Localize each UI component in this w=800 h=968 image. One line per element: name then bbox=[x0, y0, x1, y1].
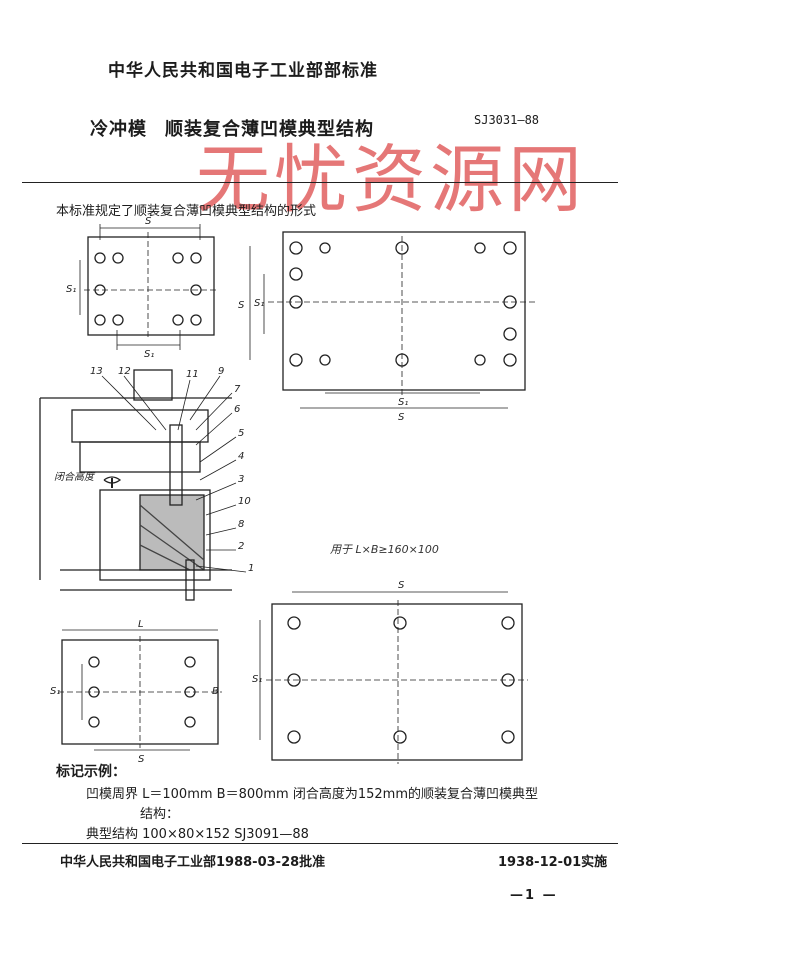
dim-label-s1-vertical: S₁ bbox=[254, 298, 264, 309]
part-number: 13 bbox=[90, 366, 103, 377]
footer-rule bbox=[22, 843, 618, 844]
title-main: 冷冲模 bbox=[90, 119, 147, 140]
watermark: 无忧资源网 bbox=[196, 137, 586, 223]
plate-bottom-right bbox=[271, 603, 523, 761]
dim-label-s1-horizontal: S₁ bbox=[398, 397, 408, 408]
dim-label-L: L bbox=[138, 619, 144, 630]
dim-label-s1-top-left: S₁ bbox=[66, 284, 76, 295]
title-rule bbox=[22, 182, 618, 183]
dim-label-s1-bottom-left: S₁ bbox=[50, 686, 60, 697]
part-number: 10 bbox=[238, 496, 251, 507]
part-number: 6 bbox=[234, 404, 240, 415]
part-number: 11 bbox=[186, 369, 199, 380]
part-number: 7 bbox=[234, 384, 241, 395]
approval-text: 中华人民共和国电子工业部1988-03-28批准 bbox=[60, 855, 326, 870]
dim-label-s-bottom-left: S bbox=[138, 754, 145, 765]
part-number: 5 bbox=[238, 428, 244, 439]
part-number: 8 bbox=[238, 519, 244, 530]
page-number: —1 — bbox=[510, 888, 558, 903]
part-number: 1 bbox=[248, 563, 254, 574]
dim-label-B: B bbox=[212, 686, 219, 697]
dim-label-s-top-left: S bbox=[145, 216, 152, 227]
example-heading: 标记示例： bbox=[56, 764, 126, 780]
title-sub: 顺装复合薄凹模典型结构 bbox=[165, 119, 374, 140]
dim-label-s1-bottom-right: S₁ bbox=[252, 674, 262, 685]
intro-text: 本标准规定了顺装复合薄凹模典型结构的形式 bbox=[56, 204, 317, 219]
document-title: 冷冲模顺装复合薄凹模典型结构 bbox=[90, 115, 374, 141]
plate-top-left bbox=[87, 236, 215, 336]
plate-top-right bbox=[282, 231, 526, 391]
dim-label-s-bottom-right: S bbox=[398, 580, 405, 591]
assembly-section bbox=[39, 369, 247, 601]
part-number: 12 bbox=[118, 366, 131, 377]
part-number: 4 bbox=[238, 451, 244, 462]
closed-height-label: 闭合高度 bbox=[54, 471, 96, 483]
example-line-1: 凹模周界 L＝100mm B＝800mm 闭合高度为152mm的顺装复合薄凹模典… bbox=[86, 787, 538, 802]
part-number: 3 bbox=[238, 474, 244, 485]
dim-label-s1-bottom: S₁ bbox=[144, 349, 154, 360]
part-number: 9 bbox=[218, 366, 224, 377]
part-numbers: 13 12 11 9 7 6 5 4 3 10 8 2 1 bbox=[90, 366, 254, 574]
part-number: 2 bbox=[238, 541, 244, 552]
dim-label-s-horizontal: S bbox=[398, 412, 405, 423]
standard-header: 中华人民共和国电子工业部部标准 bbox=[108, 61, 378, 81]
example-line-3: 典型结构 100×80×152 SJ3091—88 bbox=[86, 827, 309, 842]
effective-date: 1938-12-01实施 bbox=[498, 855, 608, 870]
standard-code: SJ3031—88 bbox=[474, 113, 540, 127]
usage-note: 用于 L×B≥160×100 bbox=[330, 543, 439, 556]
dim-label-s-vertical: S bbox=[238, 300, 245, 311]
example-line-2: 结构： bbox=[140, 807, 180, 822]
